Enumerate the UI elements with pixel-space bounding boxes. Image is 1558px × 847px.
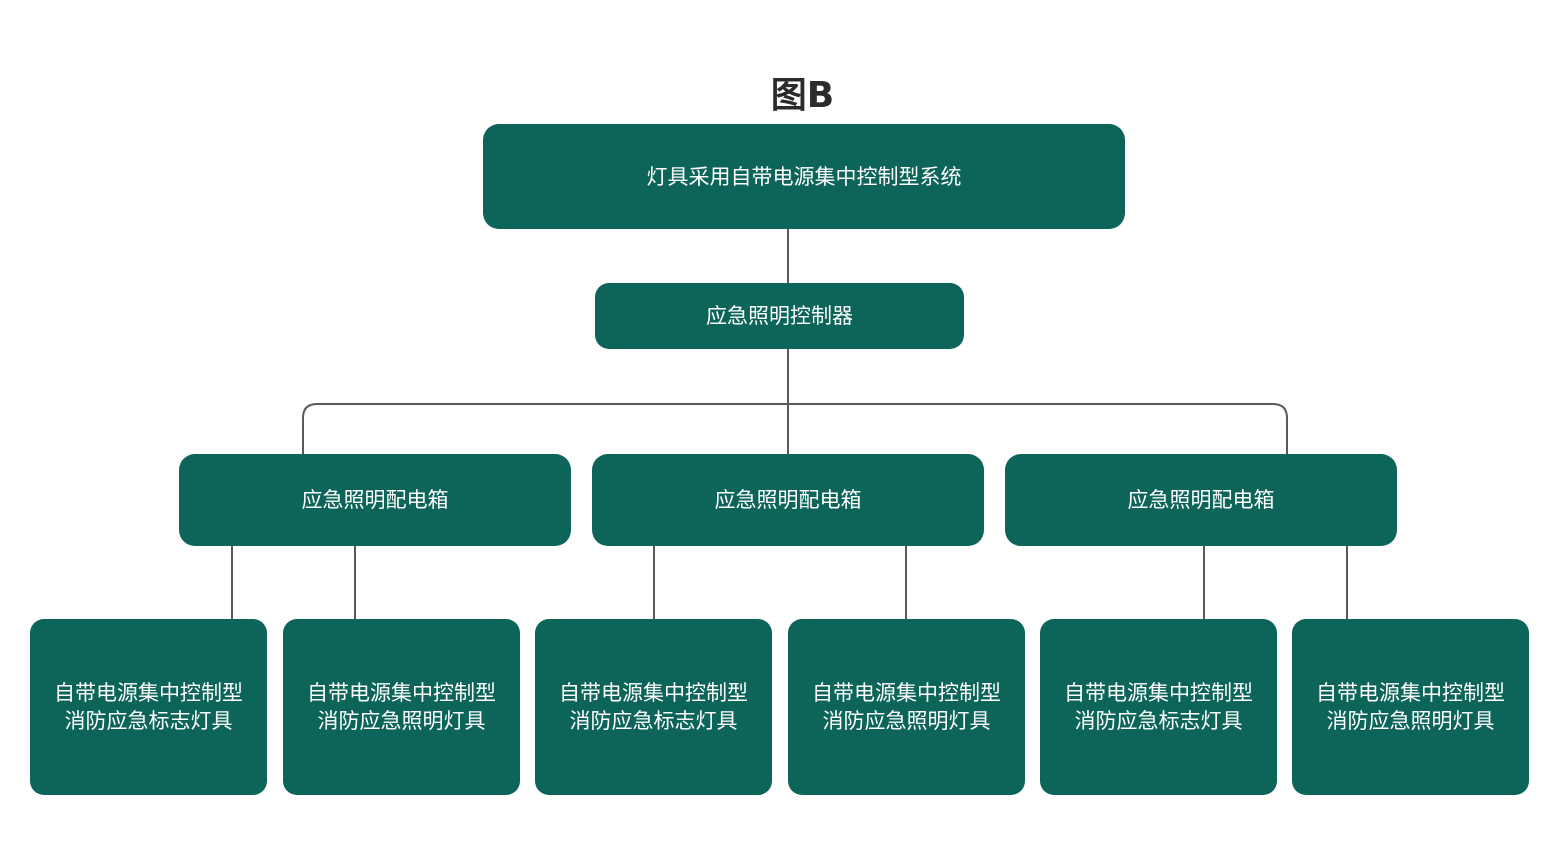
- emergency-lighting-controller-node: 应急照明控制器: [595, 283, 964, 349]
- luminaire-node-1: 自带电源集中控制型 消防应急标志灯具: [30, 619, 267, 795]
- luminaire-3-line1: 自带电源集中控制型: [559, 681, 748, 705]
- luminaire-4-line1: 自带电源集中控制型: [812, 681, 1001, 705]
- connector-branch-bus: [302, 403, 1288, 454]
- diagram-title: 图B: [770, 75, 835, 116]
- luminaire-node-3: 自带电源集中控制型 消防应急标志灯具: [535, 619, 772, 795]
- luminaire-1-line2: 消防应急标志灯具: [64, 709, 233, 733]
- luminaire-2-line1: 自带电源集中控制型: [307, 681, 496, 705]
- luminaire-node-5: 自带电源集中控制型 消防应急标志灯具: [1040, 619, 1277, 795]
- controller-label: 应急照明控制器: [706, 304, 853, 328]
- root-system-node: 灯具采用自带电源集中控制型系统: [483, 124, 1125, 229]
- distribution-box-label-3: 应急照明配电箱: [1127, 488, 1275, 512]
- luminaire-6-line2: 消防应急照明灯具: [1326, 709, 1495, 733]
- distribution-box-node-2: 应急照明配电箱: [592, 454, 984, 546]
- luminaire-node-6: 自带电源集中控制型 消防应急照明灯具: [1292, 619, 1529, 795]
- distribution-box-label-2: 应急照明配电箱: [714, 488, 862, 512]
- distribution-box-node-1: 应急照明配电箱: [179, 454, 571, 546]
- luminaire-node-4: 自带电源集中控制型 消防应急照明灯具: [788, 619, 1025, 795]
- luminaire-node-2: 自带电源集中控制型 消防应急照明灯具: [283, 619, 520, 795]
- root-system-label: 灯具采用自带电源集中控制型系统: [646, 164, 962, 189]
- luminaire-5-line2: 消防应急标志灯具: [1074, 709, 1243, 733]
- luminaire-1-line1: 自带电源集中控制型: [54, 681, 243, 705]
- distribution-box-node-3: 应急照明配电箱: [1005, 454, 1397, 546]
- luminaire-5-line1: 自带电源集中控制型: [1064, 681, 1253, 705]
- luminaire-6-line1: 自带电源集中控制型: [1316, 681, 1505, 705]
- luminaire-2-line2: 消防应急照明灯具: [317, 709, 486, 733]
- luminaire-4-line2: 消防应急照明灯具: [822, 709, 991, 733]
- distribution-box-label-1: 应急照明配电箱: [301, 488, 449, 512]
- luminaire-3-line2: 消防应急标志灯具: [569, 709, 738, 733]
